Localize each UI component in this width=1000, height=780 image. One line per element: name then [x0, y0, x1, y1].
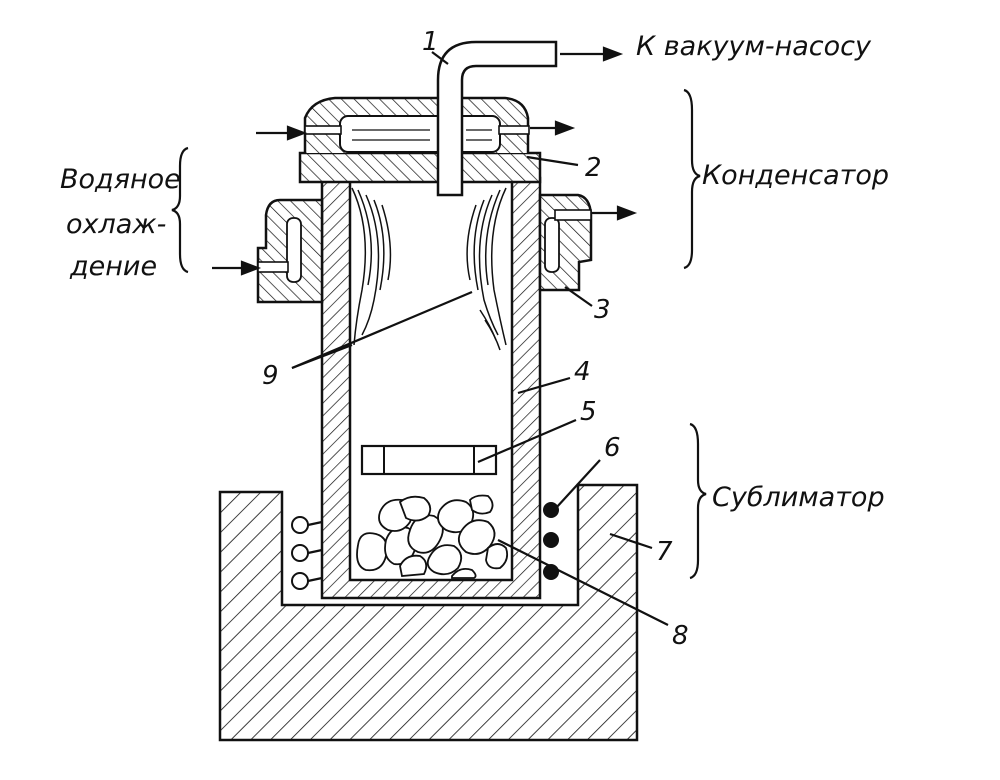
cooling-jacket: [256, 193, 593, 304]
vacuum-pump-label: К вакуум-насосу: [636, 31, 872, 62]
water-cooling-label-3: дение: [69, 251, 157, 282]
leader-lines: [291, 51, 669, 626]
material-lumps: [356, 494, 509, 579]
label-1: 1: [422, 27, 439, 57]
vacuum-tube: [436, 40, 558, 197]
label-6: 6: [604, 433, 621, 463]
label-2: 2: [585, 153, 602, 183]
label-5: 5: [580, 397, 597, 427]
water-cooling-label-2: охлаж-: [66, 209, 166, 240]
braces: [171, 88, 707, 580]
shelf-plate: [360, 444, 498, 476]
label-4: 4: [574, 357, 591, 387]
label-7: 7: [656, 537, 673, 567]
label-8: 8: [672, 621, 689, 651]
condensate-deposits: [351, 187, 507, 351]
sublimator-label: Сублиматор: [712, 482, 885, 513]
label-3: 3: [594, 295, 611, 325]
water-cooling-label-1: Водяное: [60, 164, 181, 195]
flow-arrows: [212, 46, 638, 276]
condenser-plate: [298, 96, 542, 184]
label-9: 9: [262, 361, 279, 391]
condenser-label: Конденсатор: [702, 160, 889, 191]
